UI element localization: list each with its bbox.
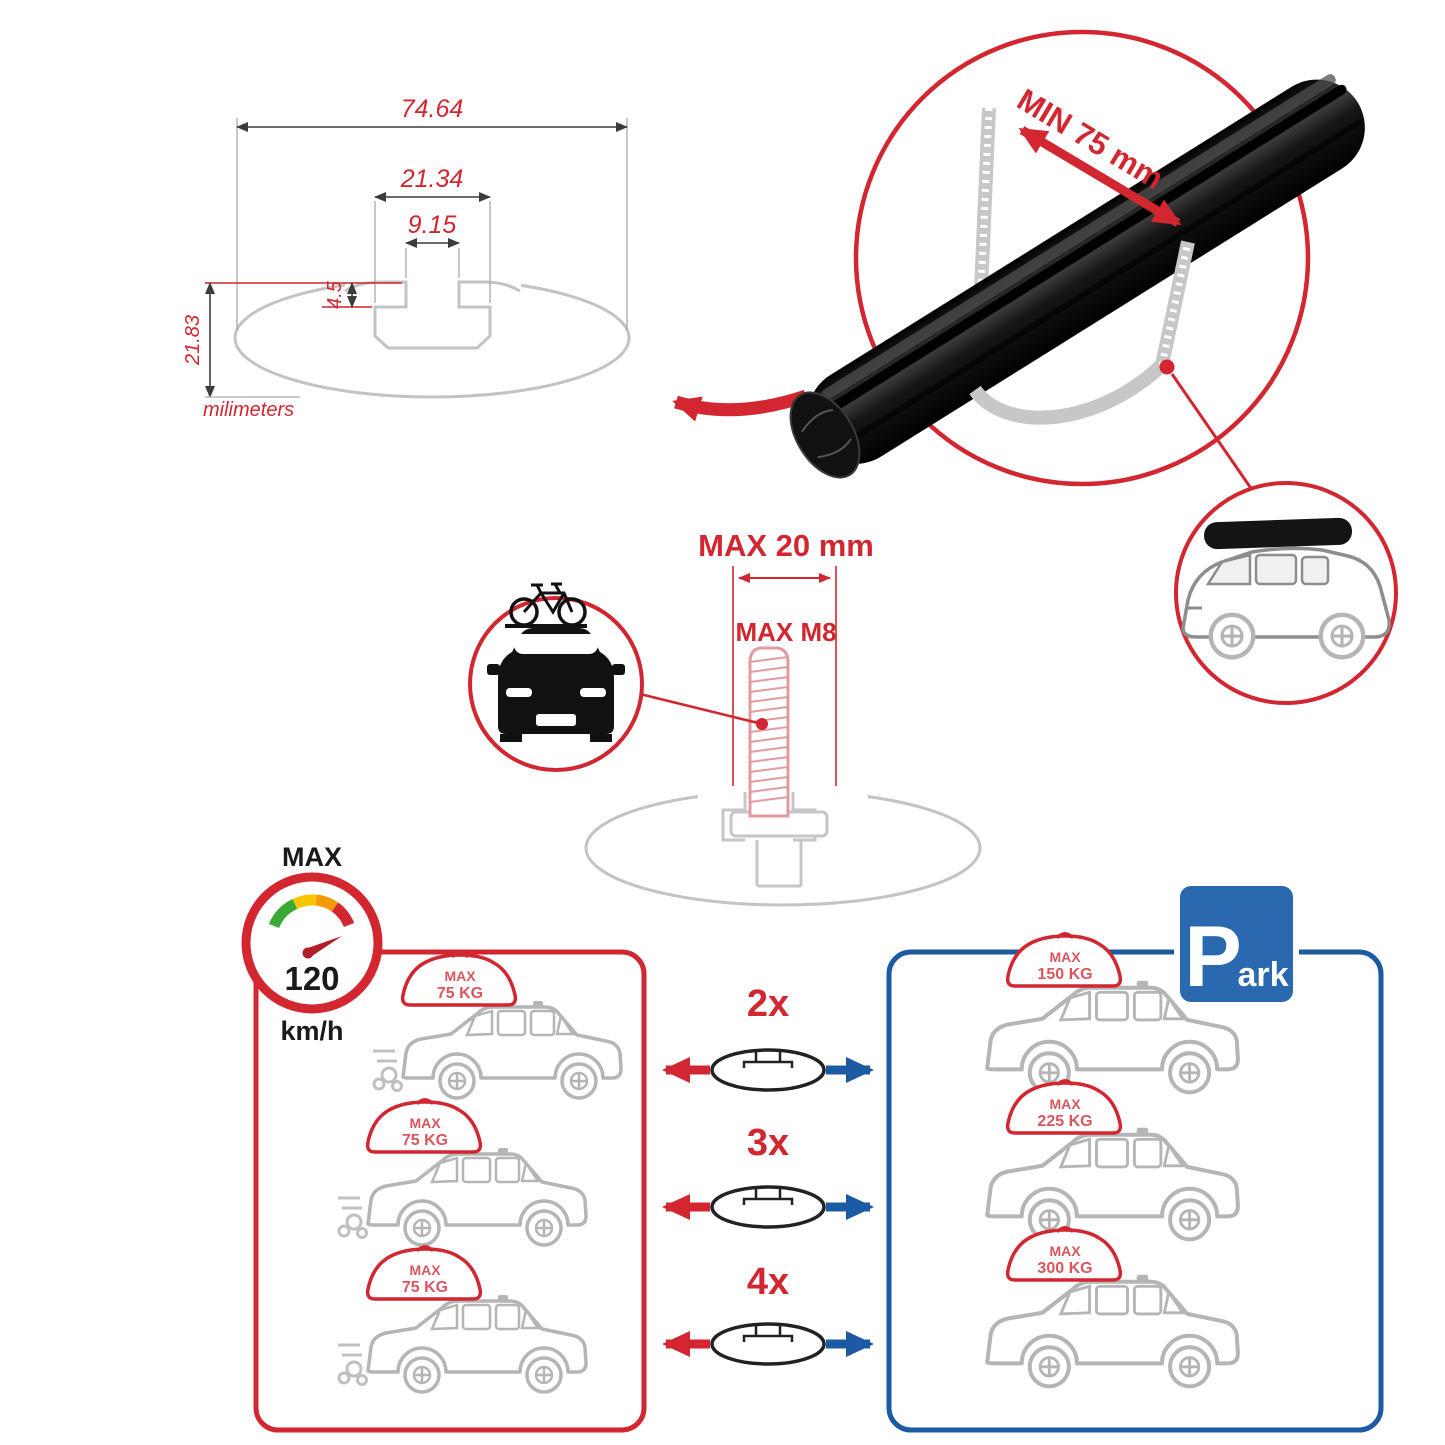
park-bag-max-1: MAX (1049, 949, 1081, 965)
park-bag-max-2: MAX (1049, 1096, 1081, 1112)
crossbar-cross-section (233, 277, 631, 399)
speed-units: km/h (280, 1016, 343, 1046)
drive-bag-weight-2: 75 KG (402, 1132, 448, 1149)
callout-dot (1159, 359, 1175, 375)
bike-car-icon (487, 582, 625, 742)
park-bag-weight-3: 300 KG (1037, 1260, 1092, 1277)
max-length-label: MAX 20 mm (698, 528, 874, 563)
crossbar-icon-2 (710, 1185, 826, 1229)
bolt-detail-section: MAX 20 mm MAX M8 (468, 528, 982, 907)
drive-bag-weight-1: 75 KG (437, 985, 483, 1002)
crossbar-icon-1 (710, 1048, 826, 1092)
crossbar-3d (789, 74, 1365, 479)
bar-end-cap (789, 391, 861, 479)
speed-value: 120 (284, 960, 339, 997)
threaded-bolt (748, 646, 790, 818)
speed-max-label: MAX (282, 842, 342, 872)
dim-slot-width: 9.15 (408, 211, 457, 239)
parked-cars: MAX 150 KG MAX 225 KG MAX 300 KG (987, 931, 1238, 1387)
crossbar-detail-circle: MIN 75 mm (789, 29, 1365, 498)
bolt-callout-dot (756, 718, 768, 730)
units-label: milimeters (203, 399, 294, 421)
drive-bag-max-1: MAX (444, 968, 476, 984)
max-thread-label: MAX M8 (735, 617, 836, 647)
park-bag-weight-2: 225 KG (1037, 1113, 1092, 1130)
bolt-callout-line (639, 692, 759, 725)
profile-dimension-diagram: 74.64 21.34 9.15 4.5 21.83 milimeters (182, 95, 809, 422)
drive-bag-weight-3: 75 KG (402, 1279, 448, 1296)
bike-car-circle (468, 582, 644, 772)
roof-box (1204, 517, 1352, 550)
park-sign: P ark (1174, 880, 1299, 1008)
park-sign-letter: P (1184, 909, 1241, 1005)
crossbar-icon-3 (710, 1322, 826, 1366)
zoom-arrow (672, 389, 809, 422)
park-bag-weight-1: 150 KG (1037, 966, 1092, 983)
park-sign-board (1180, 886, 1293, 1002)
u-bolt-clamp-bottom (969, 240, 1195, 425)
dim-lip-depth: 4.5 (324, 280, 346, 309)
t-slot-channel-bottom (721, 792, 817, 888)
dim-total-height: 21.83 (182, 315, 204, 366)
drive-bag-max-2: MAX (409, 1115, 441, 1131)
drive-bag-max-3: MAX (409, 1262, 441, 1278)
gauge-arc (268, 894, 355, 929)
suv-roofbox-circle (1174, 481, 1398, 705)
park-bag-max-3: MAX (1049, 1243, 1081, 1259)
driving-cars: MAX 75 KG MAX 75 KG MAX 75 KG (336, 950, 621, 1393)
speedometer: MAX 120 km/h (241, 842, 383, 1046)
u-bolt-clamp-top (974, 107, 996, 291)
qty-label-1: 2x (747, 983, 789, 1025)
suv-with-roofbox-icon (1181, 517, 1391, 657)
dim-total-width: 74.64 (401, 95, 464, 123)
min-clearance-arrow (1018, 126, 1182, 227)
park-sign-rest: ark (1237, 956, 1288, 994)
quantity-column: 2x 3x 4x (662, 983, 874, 1366)
qty-label-2: 3x (747, 1122, 789, 1164)
t-slot-channel (344, 280, 521, 350)
dim-channel-width: 21.34 (400, 165, 464, 193)
qty-label-3: 4x (747, 1261, 789, 1303)
callout-line (1170, 373, 1259, 498)
gauge-needle (305, 936, 342, 958)
